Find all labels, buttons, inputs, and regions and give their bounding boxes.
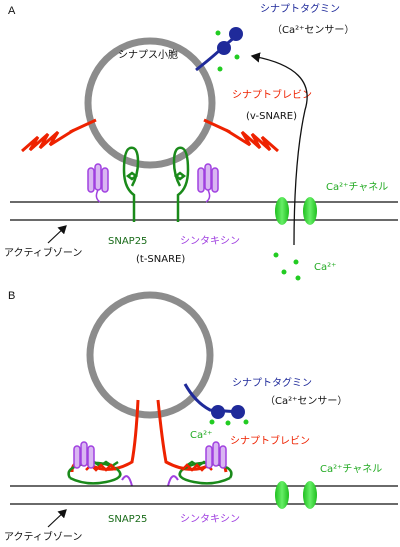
syntaxin-left-a xyxy=(87,163,109,203)
ca-sensor-label-a: （Ca²⁺センサー） xyxy=(272,24,354,36)
ca-ions-near-sensor-a xyxy=(215,30,240,72)
ca-channel-label-a: Ca²⁺チャネル xyxy=(326,181,388,193)
synaptotagmin-b xyxy=(183,383,245,419)
active-zone-label-b: アクティブゾーン xyxy=(4,530,82,543)
active-zone-arrow-b xyxy=(47,509,67,528)
ca-channel-b xyxy=(275,481,317,509)
syntaxin-label-b: シンタキシン xyxy=(180,513,240,525)
syntaxin-tails-b xyxy=(121,475,179,487)
snap25-label-a: SNAP25 xyxy=(108,236,147,247)
active-zone-arrow-a xyxy=(47,225,67,244)
active-zone-label-a: アクティブゾーン xyxy=(4,246,82,259)
ca-channel-a xyxy=(275,197,317,225)
snap25-left-a xyxy=(122,146,140,222)
panel-b-letter: B xyxy=(8,290,15,302)
panel-a: A シナプス小胞 シナプトタグミン （Ca²⁺センサー） シナプトブレビン (v xyxy=(4,2,398,281)
panel-b: B xyxy=(4,290,398,543)
syntaxin-right-b xyxy=(205,441,227,469)
synaptotagmin-label-a: シナプトタグミン xyxy=(260,2,340,15)
syntaxin-right-a xyxy=(197,163,219,203)
t-snare-label: (t-SNARE) xyxy=(136,254,185,265)
syntaxin-left-b xyxy=(73,441,95,469)
synaptobrevin-label-a: シナプトブレビン xyxy=(232,88,312,101)
vesicle-label: シナプス小胞 xyxy=(118,49,178,61)
snap25-label-b: SNAP25 xyxy=(108,514,147,525)
panel-a-letter: A xyxy=(8,5,16,17)
snap25-right-a xyxy=(172,146,190,222)
ca-channel-label-b: Ca²⁺チャネル xyxy=(320,463,382,475)
synaptotagmin-a xyxy=(195,27,243,72)
syntaxin-label-a: シンタキシン xyxy=(180,235,240,247)
ca-ion-label-b: Ca²⁺ xyxy=(190,430,212,441)
synaptobrevin-label-b: シナプトブレビン xyxy=(230,434,310,447)
ca-sensor-label-b: （Ca²⁺センサー） xyxy=(265,395,347,407)
v-snare-label: (v-SNARE) xyxy=(246,111,297,122)
synaptic-vesicle-b xyxy=(86,291,214,419)
synaptic-vesicle xyxy=(84,37,216,169)
synaptotagmin-label-b: シナプトタグミン xyxy=(232,376,312,389)
synaptobrevin-left xyxy=(21,118,97,153)
synaptobrevin-right xyxy=(203,118,279,153)
ca-ion-label-a: Ca²⁺ xyxy=(314,262,336,273)
ca-flow-arrow xyxy=(250,52,308,246)
ca-ions-extracellular-a xyxy=(273,252,301,281)
ca-ions-bound-b xyxy=(209,419,249,426)
